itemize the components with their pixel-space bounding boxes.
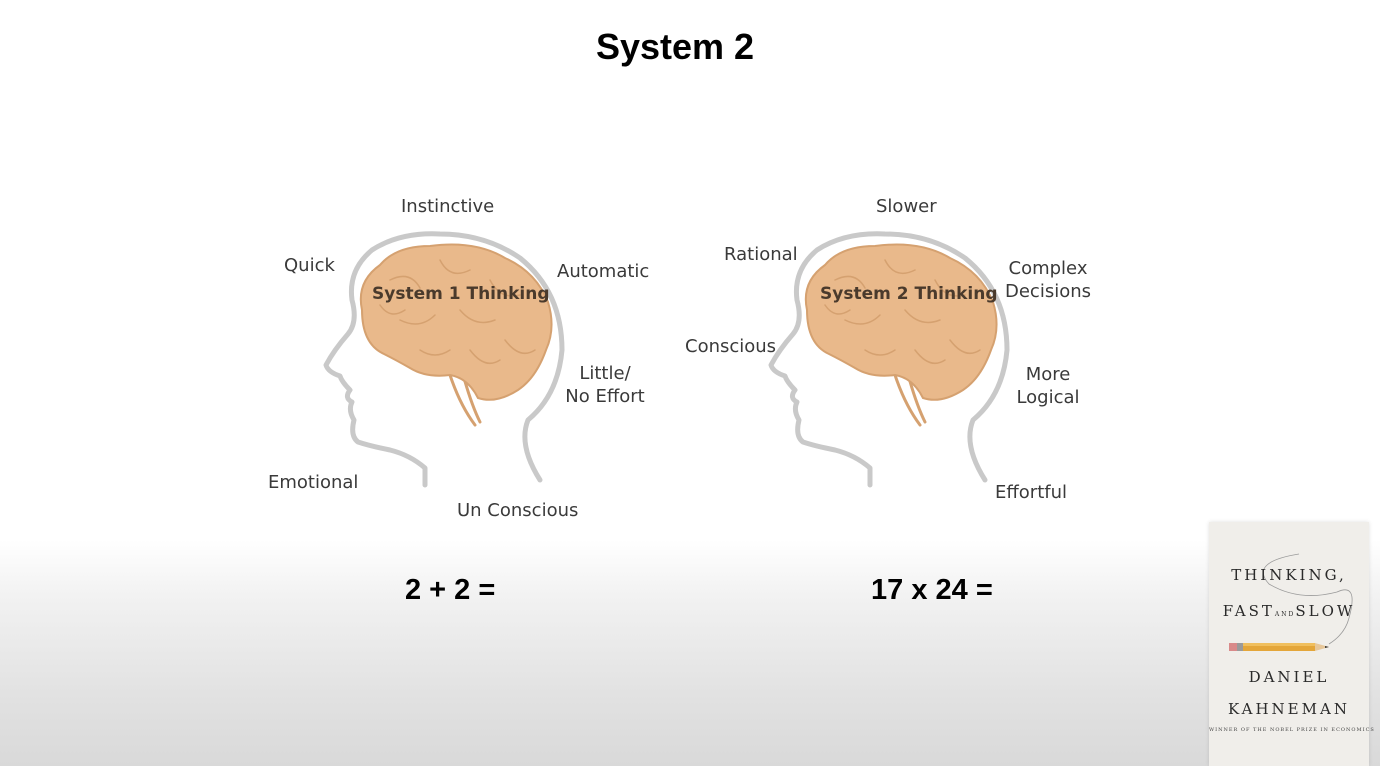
head-2-illustration	[768, 231, 1010, 488]
label-automatic: Automatic	[557, 261, 650, 282]
book-tagline: WINNER OF THE NOBEL PRIZE IN ECONOMICS	[1209, 727, 1375, 733]
book-author-line-2: KAHNEMAN	[1228, 700, 1350, 718]
book-title-and: AND	[1274, 611, 1296, 618]
equation-system2: 17 x 24 =	[871, 574, 993, 606]
label-rational: Rational	[724, 244, 798, 265]
book-cover: THINKING, FASTANDSLOW DANIEL KAHNEMAN WI…	[1209, 522, 1375, 766]
label-conscious: Conscious	[685, 336, 777, 357]
label-emotional: Emotional	[268, 472, 359, 493]
equation-system1: 2 + 2 =	[405, 574, 496, 606]
book-title-line-2: FASTANDSLOW	[1209, 602, 1369, 620]
label-instinctive: Instinctive	[401, 196, 495, 217]
book-title-line-1: THINKING,	[1231, 566, 1347, 584]
label-complex-decisions: Complex Decisions	[1000, 257, 1096, 303]
label-logical: Logical	[1016, 387, 1080, 408]
system2-inside-label: System 2 Thinking	[820, 284, 998, 304]
head-1-illustration	[323, 231, 565, 488]
system1-inside-label: System 1 Thinking	[372, 284, 550, 304]
pencil-icon	[1229, 643, 1329, 651]
label-un-conscious: Un Conscious	[457, 500, 579, 521]
brain-2-folds	[824, 259, 981, 365]
book-author-line-1: DANIEL	[1248, 668, 1330, 686]
label-little: Little/	[579, 363, 631, 384]
book-title-fast: FAST	[1222, 602, 1275, 620]
brain-2	[804, 243, 998, 401]
label-complex: Complex	[1008, 258, 1088, 279]
book-title-slow: SLOW	[1295, 602, 1356, 620]
label-more: More	[1025, 364, 1071, 385]
label-slower: Slower	[876, 196, 937, 217]
brain-1-folds	[379, 259, 536, 365]
slide-title: System 2	[595, 26, 755, 67]
brain-1	[359, 243, 553, 401]
head-2-outline	[768, 231, 1010, 488]
label-little-no-effort: Little/ No Effort	[560, 362, 650, 408]
label-decisions: Decisions	[1004, 281, 1091, 302]
thread-decoration	[1263, 553, 1353, 645]
label-effortful: Effortful	[995, 482, 1067, 503]
label-quick: Quick	[284, 255, 335, 276]
label-more-logical: More Logical	[1006, 363, 1090, 409]
head-1-outline	[323, 231, 565, 488]
label-no-effort: No Effort	[565, 386, 645, 407]
